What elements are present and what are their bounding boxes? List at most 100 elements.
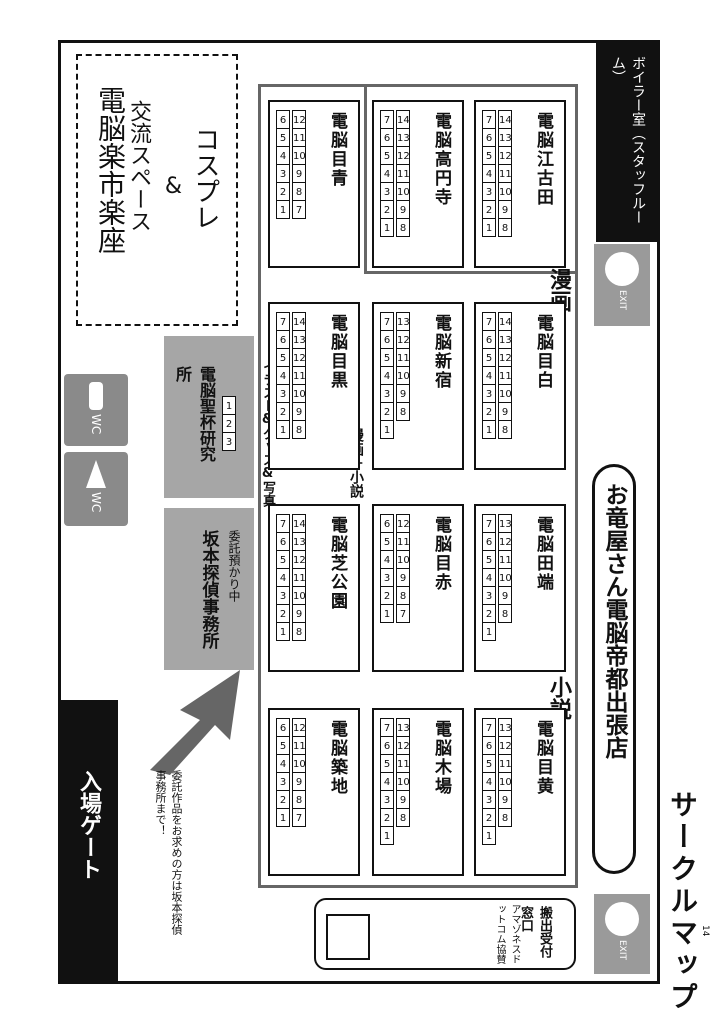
space-number[interactable]: 10 — [292, 754, 306, 773]
space-number[interactable]: 4 — [482, 366, 496, 385]
carry-out-counter[interactable]: 搬出受付窓口 アマゾネスドットコム協賛 — [314, 898, 576, 970]
space-number[interactable]: 9 — [292, 604, 306, 623]
space-number[interactable]: 2 — [276, 182, 290, 201]
entrance-gate[interactable]: 入場ゲート — [58, 700, 118, 984]
space-number[interactable]: 12 — [292, 348, 306, 367]
space-number[interactable]: 2 — [380, 402, 394, 421]
space-number[interactable]: 11 — [396, 164, 410, 183]
space-number[interactable]: 12 — [498, 146, 512, 165]
space-number[interactable]: 5 — [482, 754, 496, 773]
space-number[interactable]: 11 — [292, 128, 306, 147]
space-number[interactable]: 2 — [222, 414, 236, 433]
space-number[interactable]: 1 — [380, 420, 394, 439]
space-number[interactable]: 6 — [276, 718, 290, 737]
space-number[interactable]: 13 — [396, 128, 410, 147]
space-number[interactable]: 13 — [498, 514, 512, 533]
space-number[interactable]: 7 — [292, 200, 306, 219]
space-number[interactable]: 1 — [380, 826, 394, 845]
space-number[interactable]: 9 — [498, 402, 512, 421]
space-number[interactable]: 3 — [380, 568, 394, 587]
space-number[interactable]: 12 — [292, 110, 306, 129]
space-number[interactable]: 9 — [396, 568, 410, 587]
space-number[interactable]: 8 — [396, 586, 410, 605]
space-number[interactable]: 1 — [276, 622, 290, 641]
space-number[interactable]: 8 — [292, 420, 306, 439]
space-number[interactable]: 4 — [276, 568, 290, 587]
space-number[interactable]: 1 — [276, 420, 290, 439]
space-number[interactable]: 7 — [396, 604, 410, 623]
space-number[interactable]: 14 — [292, 312, 306, 331]
space-number[interactable]: 13 — [498, 128, 512, 147]
space-number[interactable]: 12 — [396, 146, 410, 165]
space-number[interactable]: 1 — [276, 808, 290, 827]
space-number[interactable]: 9 — [396, 200, 410, 219]
space-number[interactable]: 1 — [222, 396, 236, 415]
space-number[interactable]: 6 — [482, 128, 496, 147]
space-number[interactable]: 8 — [292, 622, 306, 641]
space-number[interactable]: 2 — [276, 604, 290, 623]
space-number[interactable]: 4 — [380, 550, 394, 569]
space-number[interactable]: 11 — [292, 736, 306, 755]
space-number[interactable]: 6 — [276, 110, 290, 129]
space-number[interactable]: 11 — [396, 754, 410, 773]
exit-bottom[interactable]: EXIT — [594, 894, 650, 974]
space-number[interactable]: 2 — [482, 200, 496, 219]
space-number[interactable]: 9 — [498, 586, 512, 605]
space-number[interactable]: 6 — [380, 514, 394, 533]
space-number[interactable]: 4 — [380, 772, 394, 791]
wc-men[interactable]: WC — [64, 374, 128, 446]
space-number[interactable]: 5 — [380, 348, 394, 367]
space-number[interactable]: 8 — [498, 808, 512, 827]
space-number[interactable]: 9 — [396, 384, 410, 403]
space-number[interactable]: 4 — [482, 772, 496, 791]
space-number[interactable]: 1 — [482, 218, 496, 237]
space-number[interactable]: 7 — [482, 718, 496, 737]
space-number[interactable]: 8 — [396, 808, 410, 827]
space-number[interactable]: 10 — [396, 772, 410, 791]
space-number[interactable]: 10 — [498, 568, 512, 587]
space-number[interactable]: 3 — [380, 790, 394, 809]
exit-top[interactable]: EXIT — [594, 244, 650, 326]
space-number[interactable]: 10 — [498, 384, 512, 403]
space-number[interactable]: 10 — [396, 182, 410, 201]
space-number[interactable]: 5 — [380, 532, 394, 551]
space-number[interactable]: 3 — [482, 182, 496, 201]
space-number[interactable]: 7 — [292, 808, 306, 827]
space-number[interactable]: 3 — [482, 790, 496, 809]
space-number[interactable]: 11 — [292, 366, 306, 385]
space-number[interactable]: 14 — [292, 514, 306, 533]
space-number[interactable]: 8 — [498, 604, 512, 623]
space-number[interactable]: 5 — [380, 754, 394, 773]
space-number[interactable]: 12 — [292, 550, 306, 569]
space-number[interactable]: 8 — [396, 402, 410, 421]
space-number[interactable]: 6 — [380, 128, 394, 147]
space-number[interactable]: 2 — [276, 790, 290, 809]
space-number[interactable]: 1 — [482, 420, 496, 439]
space-number[interactable]: 6 — [482, 736, 496, 755]
space-number[interactable]: 1 — [482, 622, 496, 641]
space-number[interactable]: 7 — [482, 514, 496, 533]
space-number[interactable]: 6 — [380, 330, 394, 349]
detective-office[interactable]: 坂本探偵事務所 — [164, 508, 254, 670]
space-number[interactable]: 5 — [276, 128, 290, 147]
space-number[interactable]: 3 — [482, 384, 496, 403]
space-number[interactable]: 8 — [396, 218, 410, 237]
space-number[interactable]: 6 — [276, 330, 290, 349]
space-number[interactable]: 7 — [276, 514, 290, 533]
space-number[interactable]: 3 — [222, 432, 236, 451]
space-number[interactable]: 9 — [292, 402, 306, 421]
space-number[interactable]: 2 — [482, 402, 496, 421]
space-number[interactable]: 3 — [276, 772, 290, 791]
space-number[interactable]: 7 — [380, 718, 394, 737]
space-number[interactable]: 2 — [482, 808, 496, 827]
space-number[interactable]: 10 — [396, 366, 410, 385]
space-number[interactable]: 7 — [276, 312, 290, 331]
space-number[interactable]: 2 — [482, 604, 496, 623]
space-number[interactable]: 3 — [380, 384, 394, 403]
space-number[interactable]: 3 — [276, 384, 290, 403]
